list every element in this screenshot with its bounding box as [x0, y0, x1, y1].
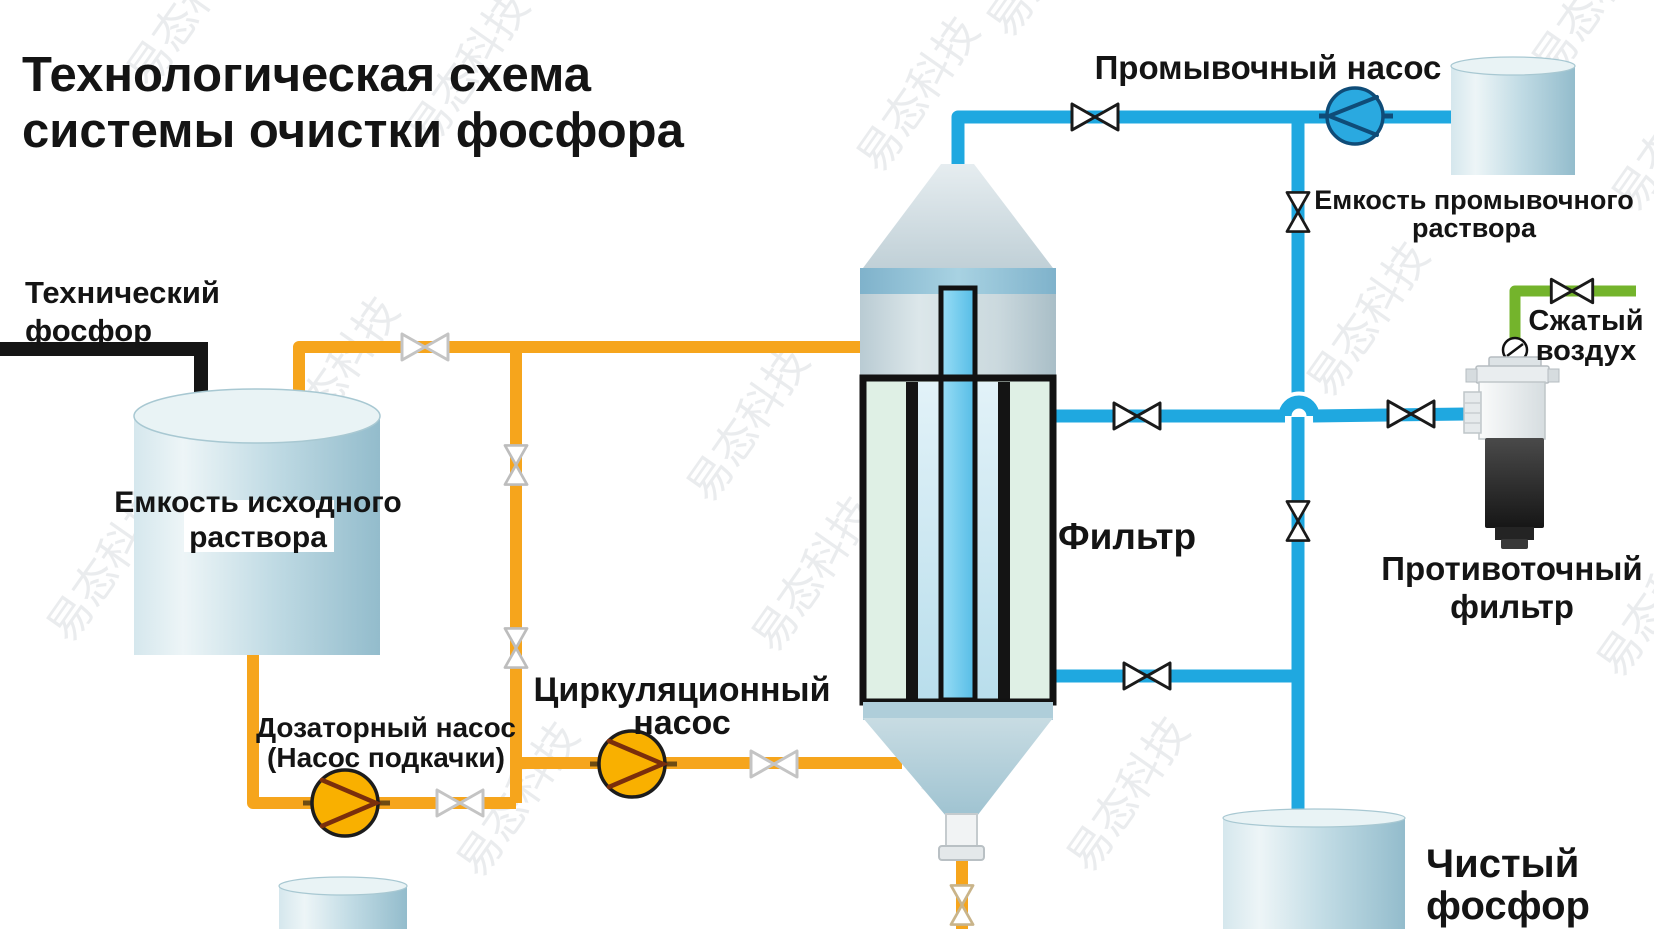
valve-icon [1386, 399, 1436, 429]
pipe-dosing-line [247, 645, 516, 809]
label-backplate [184, 500, 334, 552]
filter-divider [906, 382, 918, 699]
valve-icon [1122, 661, 1172, 691]
circulation-pump-icon [590, 729, 677, 799]
label-wash-tank: Емкость промывочного [1314, 185, 1634, 215]
filter-slot [975, 382, 998, 699]
watermark: 易态科技 [1588, 513, 1654, 685]
label-counterflow-filter: Противоточный [1381, 550, 1642, 587]
valve-icon [400, 332, 450, 362]
pipe-filtrate-upper-bridge [1278, 395, 1320, 417]
wash-solution-tank [1450, 56, 1576, 175]
valve-icon [1285, 500, 1311, 542]
filter-vessel [859, 164, 1057, 861]
funnel-flange [938, 845, 985, 861]
page-title: Технологическая схема [22, 48, 592, 102]
label-layer: Технологическая схема системы очистки фо… [22, 48, 1644, 928]
pipe-technical-phosphorus [0, 342, 208, 396]
valve-icon [435, 788, 485, 818]
clean-phosphorus-tank [1222, 808, 1406, 929]
watermark: 易态科技 [848, 8, 989, 180]
label-counterflow-filter: фильтр [1450, 588, 1574, 625]
page-title: системы очистки фосфора [22, 104, 685, 158]
label-dosing-pump: Дозаторный насос [256, 712, 516, 743]
label-source-tank: Емкость исходного [114, 486, 401, 519]
filter-center-tube [938, 285, 978, 703]
label-compressed-air: воздух [1536, 335, 1637, 367]
funnel-cone [863, 718, 1053, 816]
watermark: 易态科技 [678, 338, 819, 510]
pipe-wash-top [951, 110, 1452, 172]
dosing-pump-icon [303, 768, 390, 838]
label-clean-phosphorus: Чистый [1426, 842, 1579, 886]
label-circulation-pump: Циркуляционный [533, 671, 830, 709]
valve-icon [1070, 102, 1120, 132]
watermark: 易态科技 [1298, 233, 1439, 405]
valve-icon [749, 749, 799, 779]
label-wash-tank: раствора [1412, 213, 1537, 243]
funnel-band [863, 702, 1053, 720]
label-wash-pump: Промывочный насос [1095, 49, 1442, 86]
label-filter: Фильтр [1058, 516, 1196, 557]
valve-icon [503, 627, 529, 669]
filter-divider [998, 382, 1010, 699]
label-compressed-air: Сжатый [1528, 305, 1643, 337]
filter-slot [918, 382, 941, 699]
filter-cone-top [860, 164, 1056, 272]
valve-icon [503, 444, 529, 486]
label-technical-phosphorus: Технический [25, 275, 220, 310]
valve-icon [1285, 191, 1311, 233]
watermark: 易态科技 [1058, 708, 1199, 880]
label-dosing-pump: (Насос подкачки) [267, 742, 505, 773]
pipe-compressed-air [1509, 285, 1636, 344]
label-circulation-pump: насос [633, 704, 731, 742]
wash-pump-icon [1319, 86, 1393, 146]
valve-icon [949, 884, 975, 926]
label-technical-phosphorus: фосфор [25, 313, 152, 348]
counterflow-filter [1463, 336, 1560, 549]
valve-icon [1112, 401, 1162, 431]
label-source-tank: раствора [189, 521, 327, 554]
valve-icon [1549, 277, 1595, 305]
pipe-orange-feed-main [293, 341, 866, 396]
watermark: 易态科技 [978, 0, 1119, 46]
pressure-gauge-icon [1501, 336, 1529, 364]
label-clean-phosphorus: фосфор [1426, 884, 1590, 928]
funnel-nozzle [945, 813, 978, 849]
bottom-left-tank [278, 876, 408, 929]
